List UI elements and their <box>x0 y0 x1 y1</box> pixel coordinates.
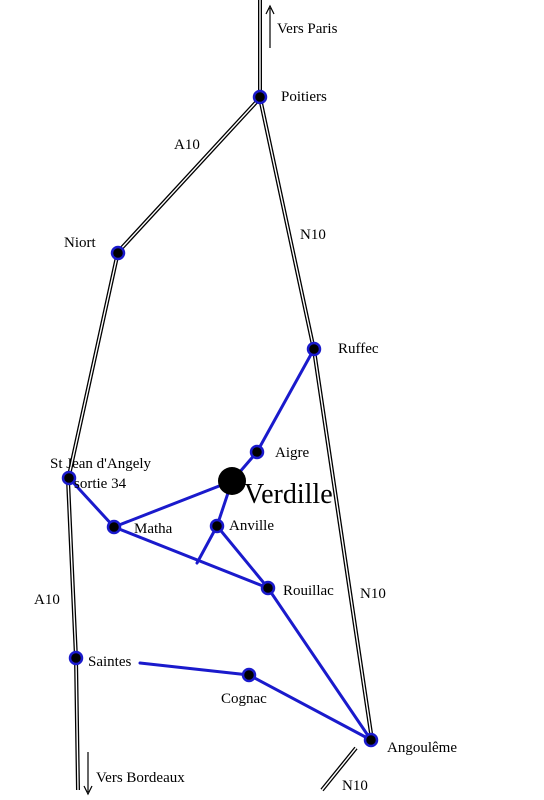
label-n10-south: N10 <box>342 778 368 794</box>
road-anville-rouillac <box>215 524 270 590</box>
arrow-up-icon <box>265 4 275 48</box>
dot-niort <box>110 245 126 261</box>
label-verdille: Verdille <box>244 479 333 510</box>
label-vers-paris: Vers Paris <box>277 21 338 37</box>
arrow-down-icon <box>83 752 93 796</box>
dot-poitiers <box>252 89 268 105</box>
label-st-jean: St Jean d'Angely <box>50 456 152 472</box>
dot-ruffec <box>306 341 322 357</box>
label-a10-north: A10 <box>174 137 200 153</box>
road-matha-rouillac <box>112 525 270 590</box>
label-cognac: Cognac <box>221 691 267 707</box>
label-niort: Niort <box>64 235 96 251</box>
label-aigre: Aigre <box>275 445 310 461</box>
dot-aigre <box>249 444 265 460</box>
direction-arrows <box>83 4 275 796</box>
dot-angouleme <box>363 732 379 748</box>
road-ruffec-aigre <box>255 347 316 454</box>
town-dots <box>61 89 379 748</box>
local-roads <box>67 347 373 742</box>
label-anville: Anville <box>229 518 274 534</box>
label-matha: Matha <box>134 521 173 537</box>
road-verdille-matha <box>112 479 234 529</box>
a10-highway <box>65 0 262 791</box>
road-stjean-matha <box>67 476 116 529</box>
label-n10-middle: N10 <box>360 586 386 602</box>
dot-saintes <box>68 650 84 666</box>
dot-matha <box>106 519 122 535</box>
dot-rouillac <box>260 580 276 596</box>
label-n10-north: N10 <box>300 227 326 243</box>
dot-anville <box>209 518 225 534</box>
label-poitiers: Poitiers <box>281 89 327 105</box>
dot-cognac <box>241 667 257 683</box>
dot-verdille <box>218 467 246 495</box>
n10-highway <box>258 97 374 792</box>
label-rouillac: Rouillac <box>283 583 334 599</box>
road-saintes-cognac <box>138 661 251 677</box>
label-sortie: sortie 34 <box>74 476 127 492</box>
label-vers-bordeaux: Vers Bordeaux <box>96 770 185 786</box>
label-saintes: Saintes <box>88 654 132 670</box>
dot-stjean <box>61 470 77 486</box>
road-rouillac-angouleme <box>266 586 373 742</box>
label-a10-south: A10 <box>34 592 60 608</box>
label-angouleme: Angoulême <box>387 740 457 756</box>
label-ruffec: Ruffec <box>338 341 379 357</box>
road-cognac-angouleme <box>247 673 373 742</box>
